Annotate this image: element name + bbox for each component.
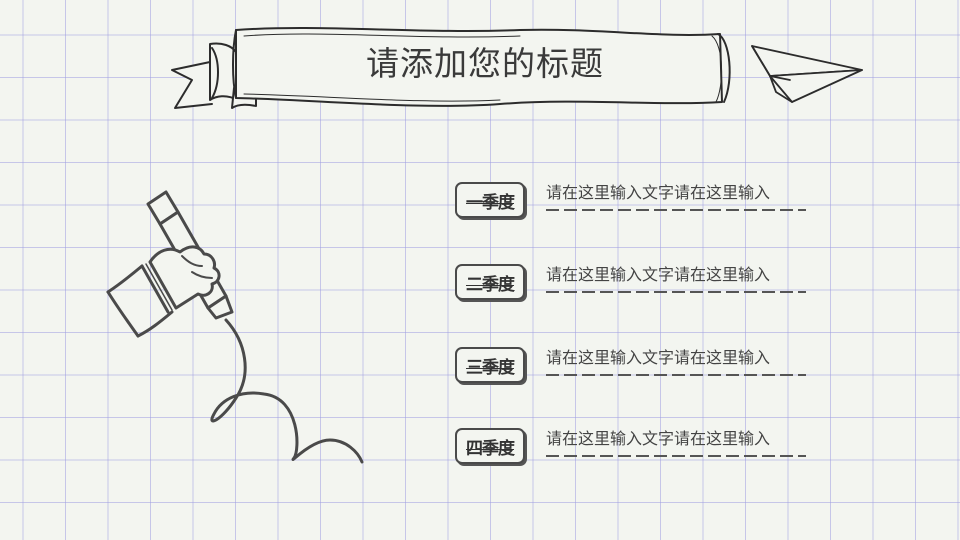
item-text: 请在这里输入文字请在这里输入 xyxy=(546,348,771,367)
list-item: 二季度 请在这里输入文字请在这里输入 xyxy=(455,264,815,304)
item-text: 请在这里输入文字请在这里输入 xyxy=(546,265,771,284)
list-item: 四季度 请在这里输入文字请在这里输入 xyxy=(455,428,815,468)
dashed-underline xyxy=(546,455,806,457)
dashed-underline xyxy=(546,209,806,211)
quarter-badge: 二季度 xyxy=(455,264,525,300)
paper-plane-icon xyxy=(751,45,863,103)
quarter-badge: 三季度 xyxy=(455,347,525,383)
dashed-underline xyxy=(546,291,806,293)
page-title: 请添加您的标题 xyxy=(366,44,604,83)
ribbon-banner-icon xyxy=(171,27,731,109)
quarter-badge: 四季度 xyxy=(455,428,525,464)
item-text: 请在这里输入文字请在这里输入 xyxy=(546,429,771,448)
list-item: 一季度 请在这里输入文字请在这里输入 xyxy=(455,182,815,222)
quarter-badge: 一季度 xyxy=(455,182,525,218)
list-item: 三季度 请在这里输入文字请在这里输入 xyxy=(455,347,815,387)
hand-holding-marker-icon xyxy=(106,190,364,464)
item-text: 请在这里输入文字请在这里输入 xyxy=(546,183,771,202)
dashed-underline xyxy=(546,374,806,376)
